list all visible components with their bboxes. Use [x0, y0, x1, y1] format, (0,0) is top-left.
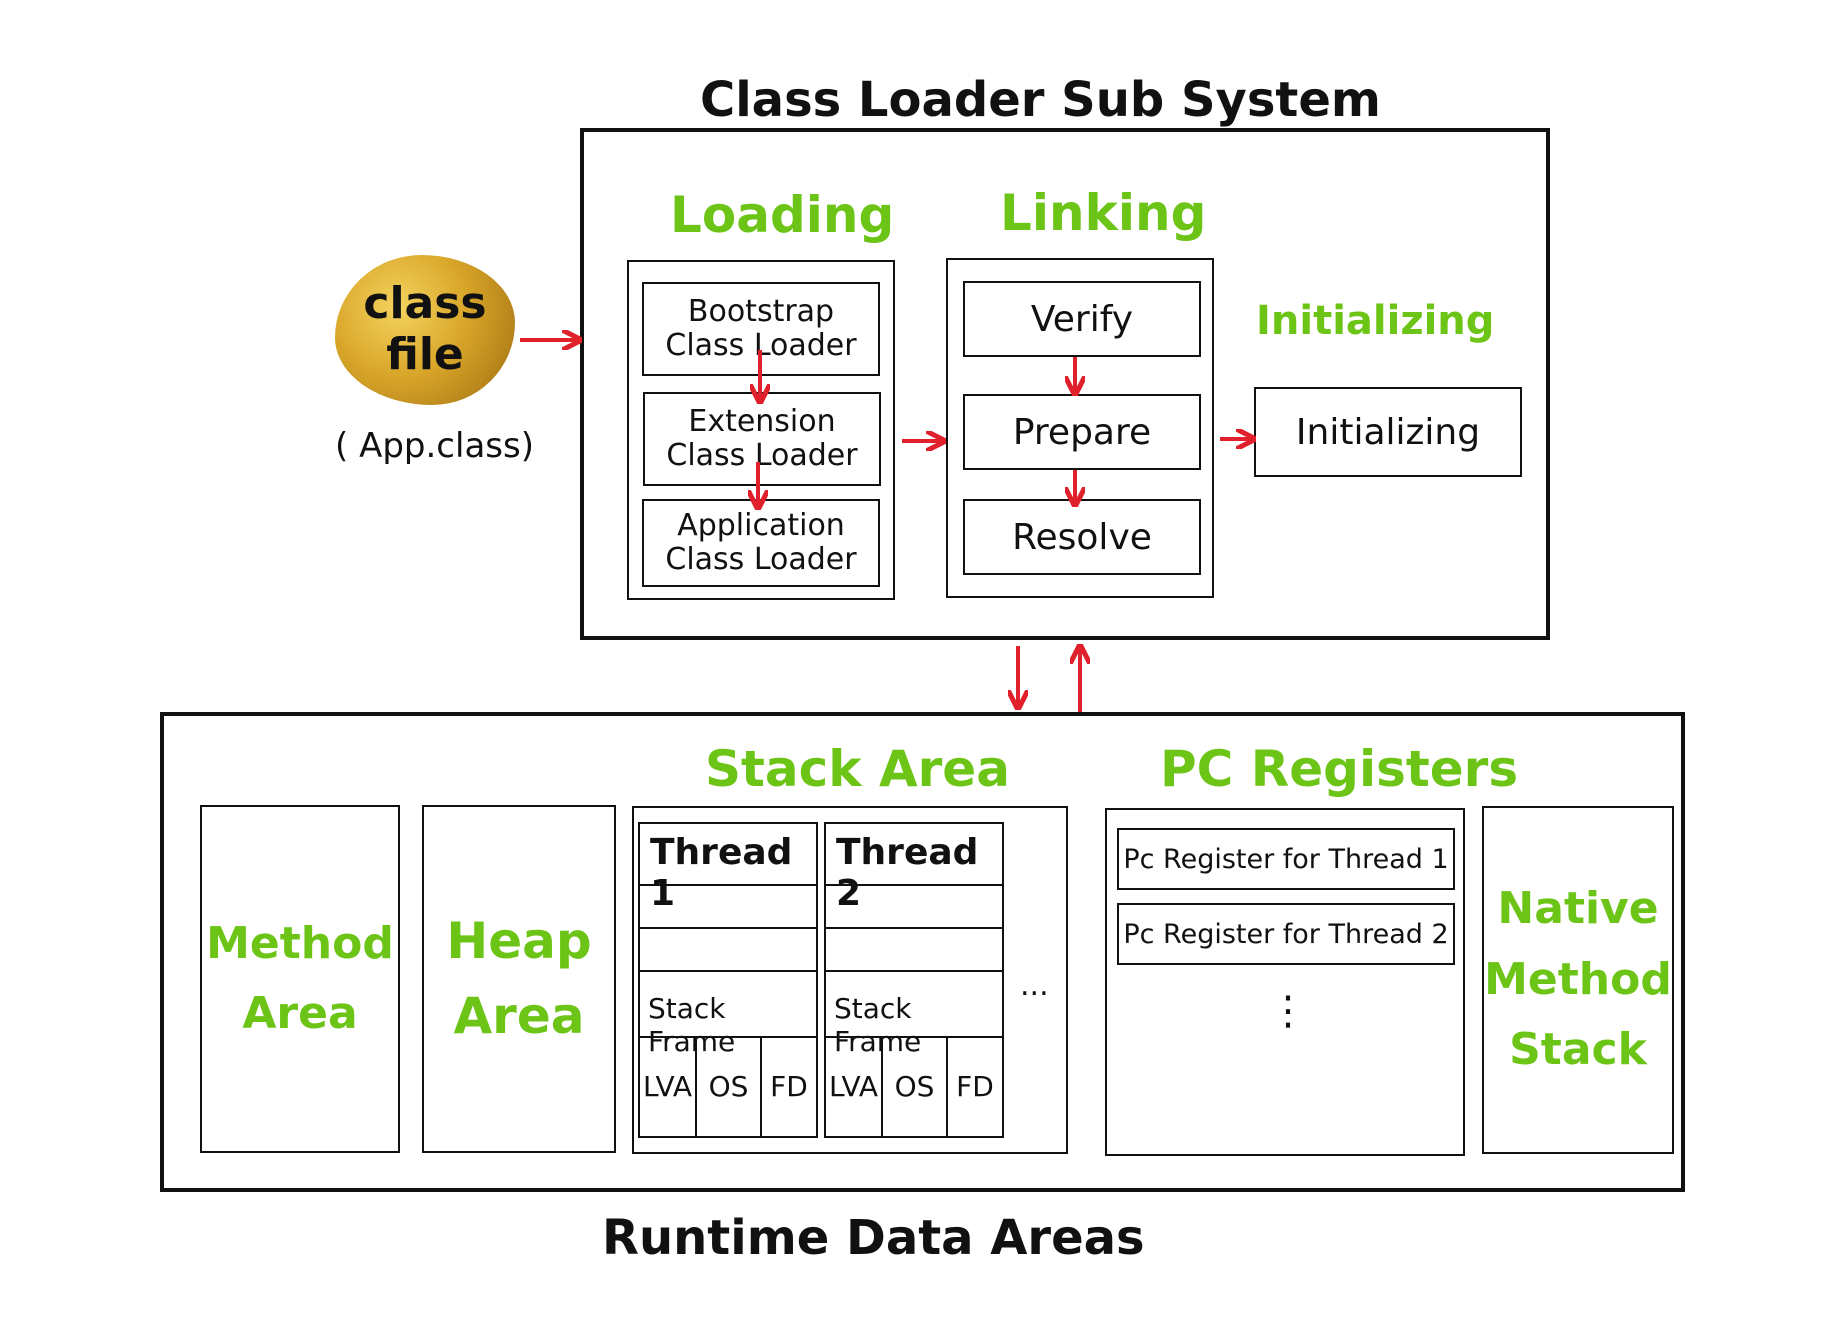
class-file-label: class file	[363, 278, 487, 380]
fd-cell: FD	[770, 1069, 808, 1103]
initializing-step: Initializing	[1254, 387, 1522, 477]
loading-heading: Loading	[670, 186, 895, 244]
native-method-stack: Native Method Stack	[1482, 806, 1674, 1154]
lva-cell: LVA	[828, 1069, 879, 1103]
stack-divider	[826, 970, 1002, 972]
class-file-caption: ( App.class)	[335, 426, 534, 466]
stack-divider	[640, 927, 816, 929]
lva-cell: LVA	[642, 1069, 693, 1103]
stack-area-heading: Stack Area	[705, 740, 1010, 798]
application-class-loader: Application Class Loader	[642, 499, 880, 587]
resolve-step: Resolve	[963, 499, 1201, 575]
fd-cell: FD	[956, 1069, 994, 1103]
thread-stack: Thread 2 Stack Frame LVA OS FD	[824, 822, 1004, 1138]
cell-divider	[946, 1036, 948, 1136]
runtime-data-areas-title: Runtime Data Areas	[602, 1210, 1145, 1266]
stack-divider	[640, 1036, 816, 1038]
class-file-blob: class file	[335, 255, 515, 405]
prepare-step: Prepare	[963, 394, 1201, 470]
initializing-heading: Initializing	[1256, 298, 1495, 344]
heap-area: Heap Area	[422, 805, 616, 1153]
stack-divider	[640, 884, 816, 886]
class-loader-title: Class Loader Sub System	[700, 72, 1381, 128]
pc-register-thread-1: Pc Register for Thread 1	[1117, 828, 1455, 890]
stack-divider	[640, 970, 816, 972]
os-cell: OS	[894, 1069, 935, 1103]
stack-frame-label: Stack Frame	[834, 992, 922, 1058]
thread-stack: Thread 1 Stack Frame LVA OS FD	[638, 822, 818, 1138]
stack-divider	[826, 1036, 1002, 1038]
cell-divider	[760, 1036, 762, 1136]
stack-frame-label: Stack Frame	[648, 992, 736, 1058]
verify-step: Verify	[963, 281, 1201, 357]
stack-divider	[826, 884, 1002, 886]
pc-registers-heading: PC Registers	[1160, 740, 1519, 798]
extension-class-loader: Extension Class Loader	[643, 392, 881, 486]
more-threads-ellipsis: ...	[1020, 968, 1049, 1003]
os-cell: OS	[708, 1069, 749, 1103]
pc-register-thread-2: Pc Register for Thread 2	[1117, 903, 1455, 965]
thread-name: Thread 1	[650, 832, 793, 914]
linking-heading: Linking	[1000, 184, 1207, 242]
thread-name: Thread 2	[836, 832, 979, 914]
cell-divider	[881, 1036, 883, 1136]
more-registers-ellipsis: ⋮	[1268, 988, 1308, 1034]
cell-divider	[695, 1036, 697, 1136]
method-area: Method Area	[200, 805, 400, 1153]
stack-divider	[826, 927, 1002, 929]
